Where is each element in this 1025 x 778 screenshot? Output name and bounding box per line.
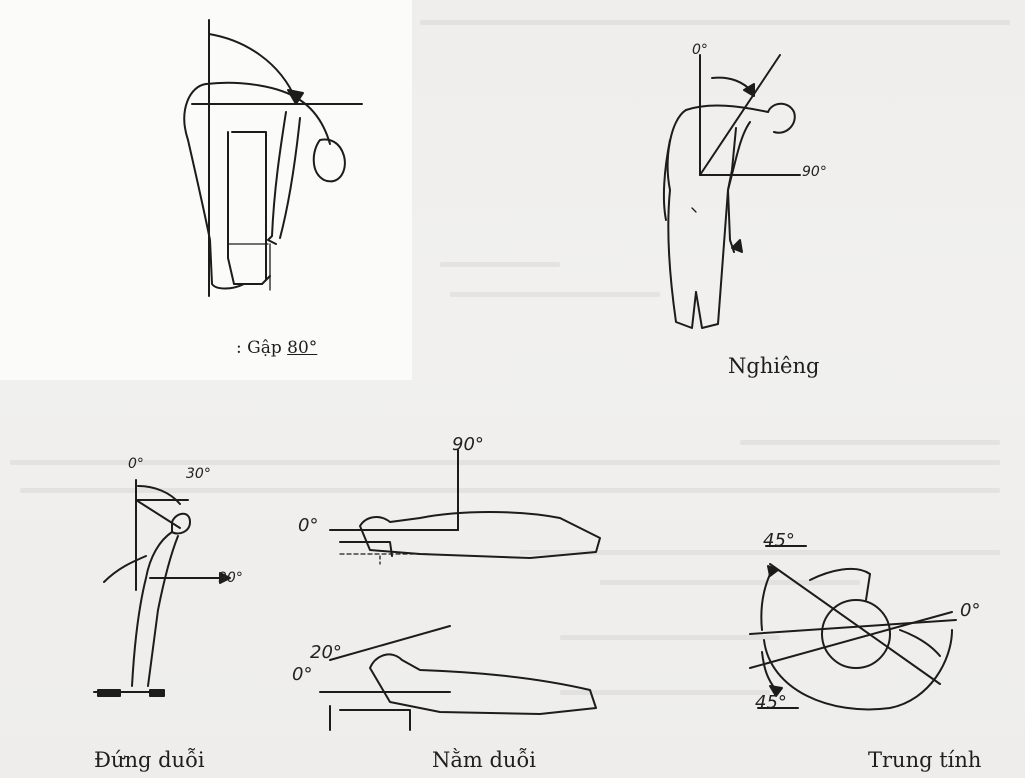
standing-extension-angle-vertical: 0°	[128, 456, 144, 472]
background-text-line	[450, 292, 660, 297]
prone-extension-angle-top-base: 0°	[298, 515, 318, 536]
standing-extension-angle-tilt: 30°	[186, 466, 211, 482]
lateral-bend-caption: Nghiêng	[728, 354, 819, 378]
prone-extension-angle-bottom-lift: 20°	[310, 642, 342, 663]
neutral-rotation-angle-lower: 45°	[755, 692, 787, 713]
flexion-caption: : Gập 80°	[236, 338, 317, 358]
neutral-rotation-angle-upper: 45°	[763, 530, 795, 551]
neutral-rotation-angle-right: 0°	[960, 600, 980, 621]
prone-extension-angle-bottom-base: 0°	[292, 664, 312, 685]
standing-extension-caption: Đứng duỗi	[94, 748, 205, 772]
background-text-line	[420, 20, 1010, 25]
flexion-caption-prefix: : Gập	[236, 338, 282, 358]
lateral-bend-angle-start: 0°	[692, 42, 708, 58]
lateral-bend-angle-end: 90°	[802, 164, 827, 180]
standing-extension-figure	[80, 470, 260, 710]
prone-extension-angle-top-vertical: 90°	[452, 434, 484, 455]
prone-extension-caption: Nằm duỗi	[432, 748, 536, 772]
standing-extension-angle-horizontal: 90°	[218, 570, 243, 586]
prone-extension-top-figure	[300, 430, 630, 740]
neutral-rotation-caption: Trung tính	[868, 748, 981, 772]
background-text-line	[740, 440, 1000, 445]
background-text-line	[440, 262, 560, 267]
flexion-caption-value: 80°	[287, 338, 317, 358]
flexion-figure	[0, 0, 420, 330]
lateral-bend-figure	[640, 40, 860, 340]
